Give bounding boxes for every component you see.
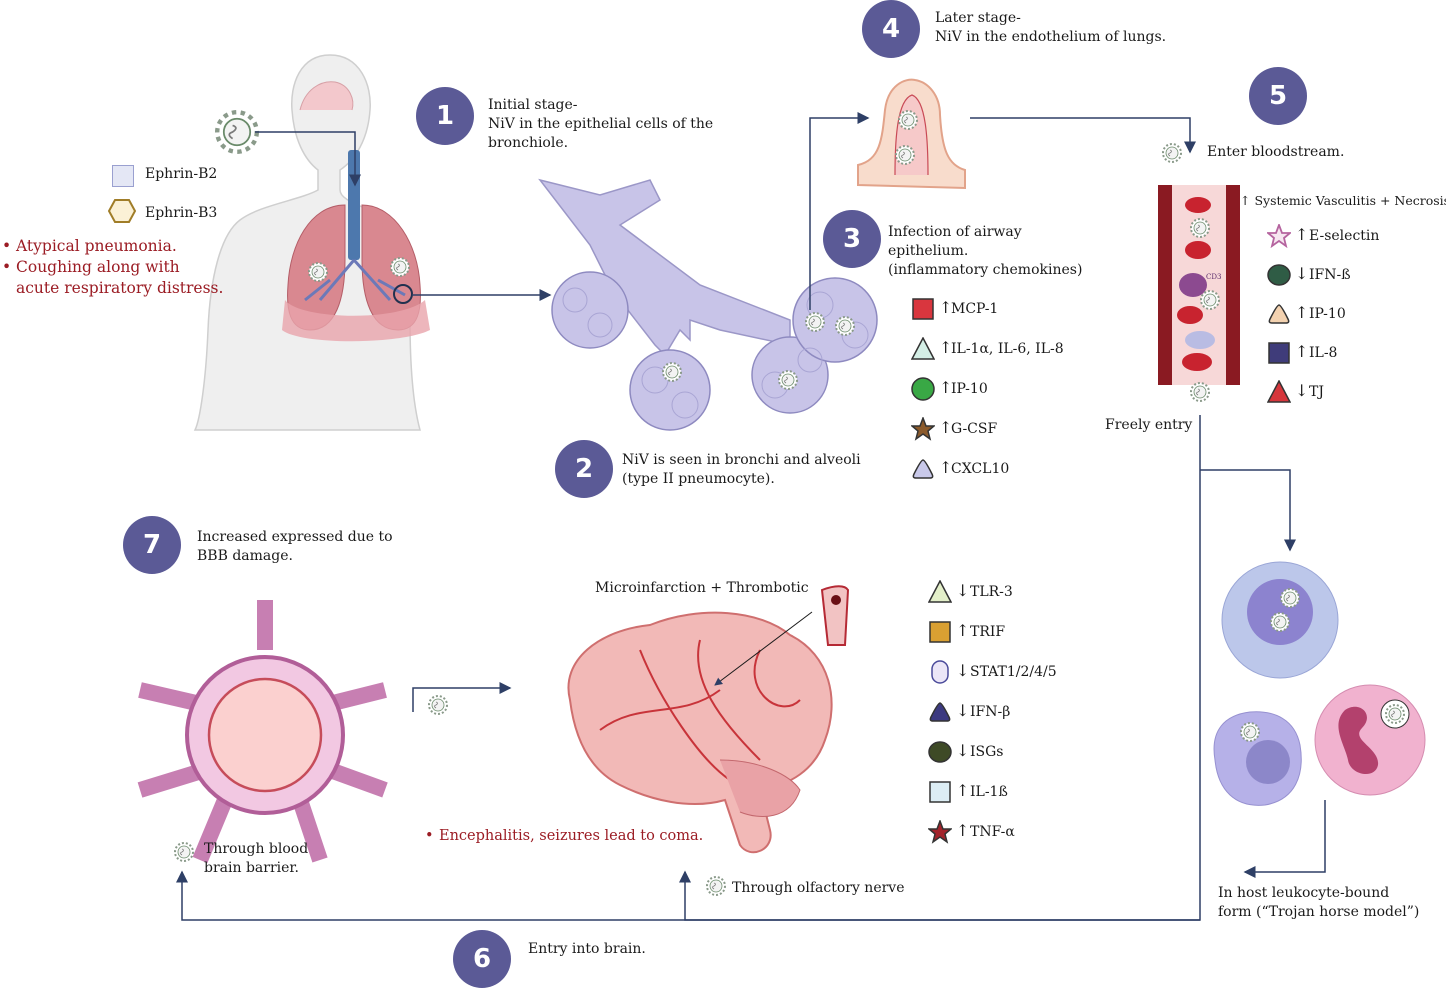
brain-marker-arrow: ↑ [956, 621, 970, 640]
blood-marker-label: IL-8 [1309, 345, 1338, 361]
brain-marker-arrow: ↓ [956, 581, 970, 600]
blood-marker-rounded-triangle-icon [1268, 304, 1290, 324]
brain-symptom: • Encephalitis, seizures lead to coma. [425, 826, 703, 847]
blood-vessel-illustration [1158, 185, 1240, 402]
brain-marker-oval-icon [928, 741, 952, 763]
brain-marker-pill-icon [931, 660, 949, 684]
brain-marker-square-icon [929, 621, 951, 643]
airway-marker-arrow: ↑ [939, 298, 953, 317]
leukocyte-illustration [1213, 561, 1426, 806]
brain-marker-rounded-triangle-icon [929, 702, 951, 722]
blood-marker-triangle-icon [1267, 380, 1291, 403]
olfactory-text: Through olfactory nerve [732, 880, 905, 896]
brain-marker-label: TRIF [970, 624, 1006, 640]
ephrin-b3-hexagon [108, 199, 136, 223]
bbb-text: Through blood brain barrier. [204, 841, 309, 876]
brain-symptom-bullet: • [425, 828, 434, 844]
airway-marker-label: CXCL10 [951, 461, 1010, 477]
blood-marker-arrow: ↓ [1295, 264, 1309, 283]
blood-brain-barrier-illustration [137, 600, 388, 864]
brain-marker-label: TNF-α [970, 824, 1015, 840]
brain-marker-label: ISGs [970, 744, 1004, 760]
brain-marker-label: IL-1ß [970, 784, 1008, 800]
step-4-text: Later stage- NiV in the endothelium of l… [935, 10, 1167, 45]
human-body-illustration [193, 54, 430, 431]
brain-marker-arrow: ↓ [956, 661, 970, 680]
airway-marker-rounded-triangle-icon [912, 459, 934, 479]
ephrin-b2-square [112, 165, 134, 187]
brain-illustration [567, 611, 833, 854]
step-badge-1: 1 [416, 87, 474, 145]
cd3-label: CD3 [1206, 273, 1222, 281]
airway-marker-triangle-icon [911, 337, 935, 360]
ephrin-b2-label: Ephrin-B2 [145, 166, 218, 182]
step-badge-5: 5 [1249, 67, 1307, 125]
step-badge-7: 7 [123, 516, 181, 574]
airway-marker-arrow: ↑ [939, 378, 953, 397]
airway-marker-label: IP-10 [951, 381, 988, 397]
airway-marker-circle-icon [911, 377, 935, 401]
airway-marker-label: MCP-1 [951, 301, 999, 317]
brain-marker-arrow: ↑ [956, 781, 970, 800]
airway-marker-star-icon [911, 417, 935, 441]
brain-marker-triangle-icon [928, 580, 952, 603]
step-badge-2: 2 [555, 440, 613, 498]
trojan-horse-text: In host leukocyte-bound form (“Trojan ho… [1218, 885, 1420, 920]
lung-symptoms-list: •Atypical pneumonia. •Coughing along wit… [2, 236, 242, 299]
airway-marker-arrow: ↑ [939, 338, 953, 357]
blood-marker-arrow: ↓ [1295, 381, 1309, 400]
blood-marker-label: IP-10 [1309, 306, 1346, 322]
blood-marker-arrow: ↑ [1295, 342, 1309, 361]
airway-marker-arrow: ↑ [939, 418, 953, 437]
blood-marker-arrow: ↑ [1295, 225, 1309, 244]
freely-entry-text: Freely entry [1105, 417, 1193, 433]
blood-marker-oval-icon [1267, 264, 1291, 286]
step-5-text: Enter bloodstream. [1207, 144, 1345, 160]
symptom-item-coughing: •Coughing along with acute respiratory d… [2, 258, 224, 297]
symptom-item-pneumonia: •Atypical pneumonia. [2, 237, 177, 255]
blood-marker-arrow: ↑ [1295, 303, 1309, 322]
ephrin-b3-label: Ephrin-B3 [145, 205, 218, 221]
blood-marker-label: TJ [1309, 384, 1324, 400]
blood-header-arrow: ↑ [1240, 193, 1251, 208]
airway-marker-label: IL-1α, IL-6, IL-8 [951, 341, 1064, 357]
blood-marker-square-icon [1268, 342, 1290, 364]
thrombotic-vessel-illustration [820, 585, 850, 646]
airway-marker-label: G-CSF [951, 421, 998, 437]
microinfarction-text: Microinfarction + Thrombotic [595, 580, 809, 596]
brain-marker-label: TLR-3 [970, 584, 1013, 600]
bronchiole-illustration [538, 178, 878, 431]
brain-marker-star-icon [928, 820, 952, 844]
brain-marker-arrow: ↓ [956, 741, 970, 760]
brain-symptom-text: Encephalitis, seizures lead to coma. [439, 828, 704, 844]
brain-marker-label: STAT1/2/4/5 [970, 664, 1057, 680]
step-7-text: Increased expressed due to BBB damage. [197, 529, 393, 564]
blood-header-text: Systemic Vasculitis + Necrosis [1254, 193, 1446, 208]
step-2-text: NiV is seen in bronchi and alveoli (type… [622, 452, 861, 487]
step-badge-3: 3 [823, 210, 881, 268]
step-6-text: Entry into brain. [528, 941, 646, 957]
blood-marker-label: IFN-ß [1309, 267, 1351, 283]
blood-marker-label: E-selectin [1309, 228, 1380, 244]
brain-marker-arrow: ↑ [956, 821, 970, 840]
step-1-text: Initial stage- NiV in the epithelial cel… [488, 97, 714, 151]
lung-endothelium-illustration [857, 78, 966, 190]
brain-marker-label: IFN-β [970, 704, 1011, 720]
brain-marker-arrow: ↓ [956, 701, 970, 720]
brain-marker-square-icon [929, 781, 951, 803]
step-badge-4: 4 [862, 0, 920, 58]
airway-marker-square-icon [912, 298, 934, 320]
blood-header: ↑ Systemic Vasculitis + Necrosis [1240, 192, 1446, 210]
airway-marker-arrow: ↑ [939, 458, 953, 477]
step-badge-6: 6 [453, 930, 511, 988]
step-3-text: Infection of airway epithelium. (inflamm… [888, 224, 1083, 278]
blood-marker-star-outline-icon [1267, 224, 1291, 248]
